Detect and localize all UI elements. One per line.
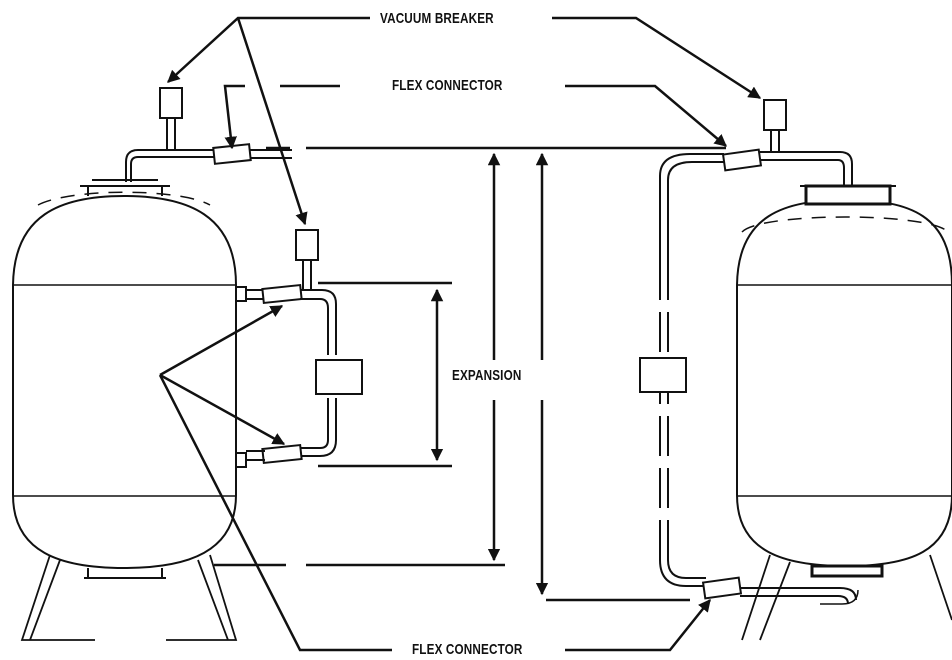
- flex-connector-top-label: FLEX CONNECTOR: [392, 77, 503, 94]
- left-tank-shell: [12, 194, 237, 570]
- right-bottom-flex-connector: [701, 576, 743, 600]
- left-expansion-loop-box: [315, 359, 363, 395]
- left-top-vacuum-breaker: [159, 87, 183, 119]
- right-tank: [736, 184, 952, 641]
- left-top-piping: [125, 87, 292, 182]
- left-tank: [12, 179, 238, 641]
- expansion-label: EXPANSION: [452, 367, 522, 384]
- left-tank-bottom-flange: [84, 568, 166, 579]
- left-lower-flex-connector: [261, 443, 303, 465]
- right-tank-bottom-flange: [810, 564, 884, 578]
- right-loop-box: [639, 357, 687, 393]
- right-top-vacuum-breaker: [763, 99, 787, 131]
- leader-lines: [158, 16, 762, 652]
- dimension-lines: [214, 146, 726, 602]
- left-side-vacuum-breaker: [295, 229, 319, 261]
- right-tank-top-flange: [804, 184, 892, 206]
- left-tank-legs: [20, 554, 238, 641]
- right-top-piping: [659, 99, 853, 260]
- right-side-piping: [639, 260, 859, 605]
- right-top-flex-connector: [721, 148, 763, 172]
- flex-connector-bottom-label: FLEX CONNECTOR: [412, 641, 523, 658]
- left-upper-flex-connector: [261, 283, 303, 305]
- right-tank-shell: [736, 198, 952, 568]
- vacuum-breaker-label: VACUUM BREAKER: [380, 10, 494, 27]
- left-side-piping: [235, 229, 363, 468]
- right-tank-legs: [741, 554, 952, 641]
- left-tank-dome-dash: [37, 191, 211, 206]
